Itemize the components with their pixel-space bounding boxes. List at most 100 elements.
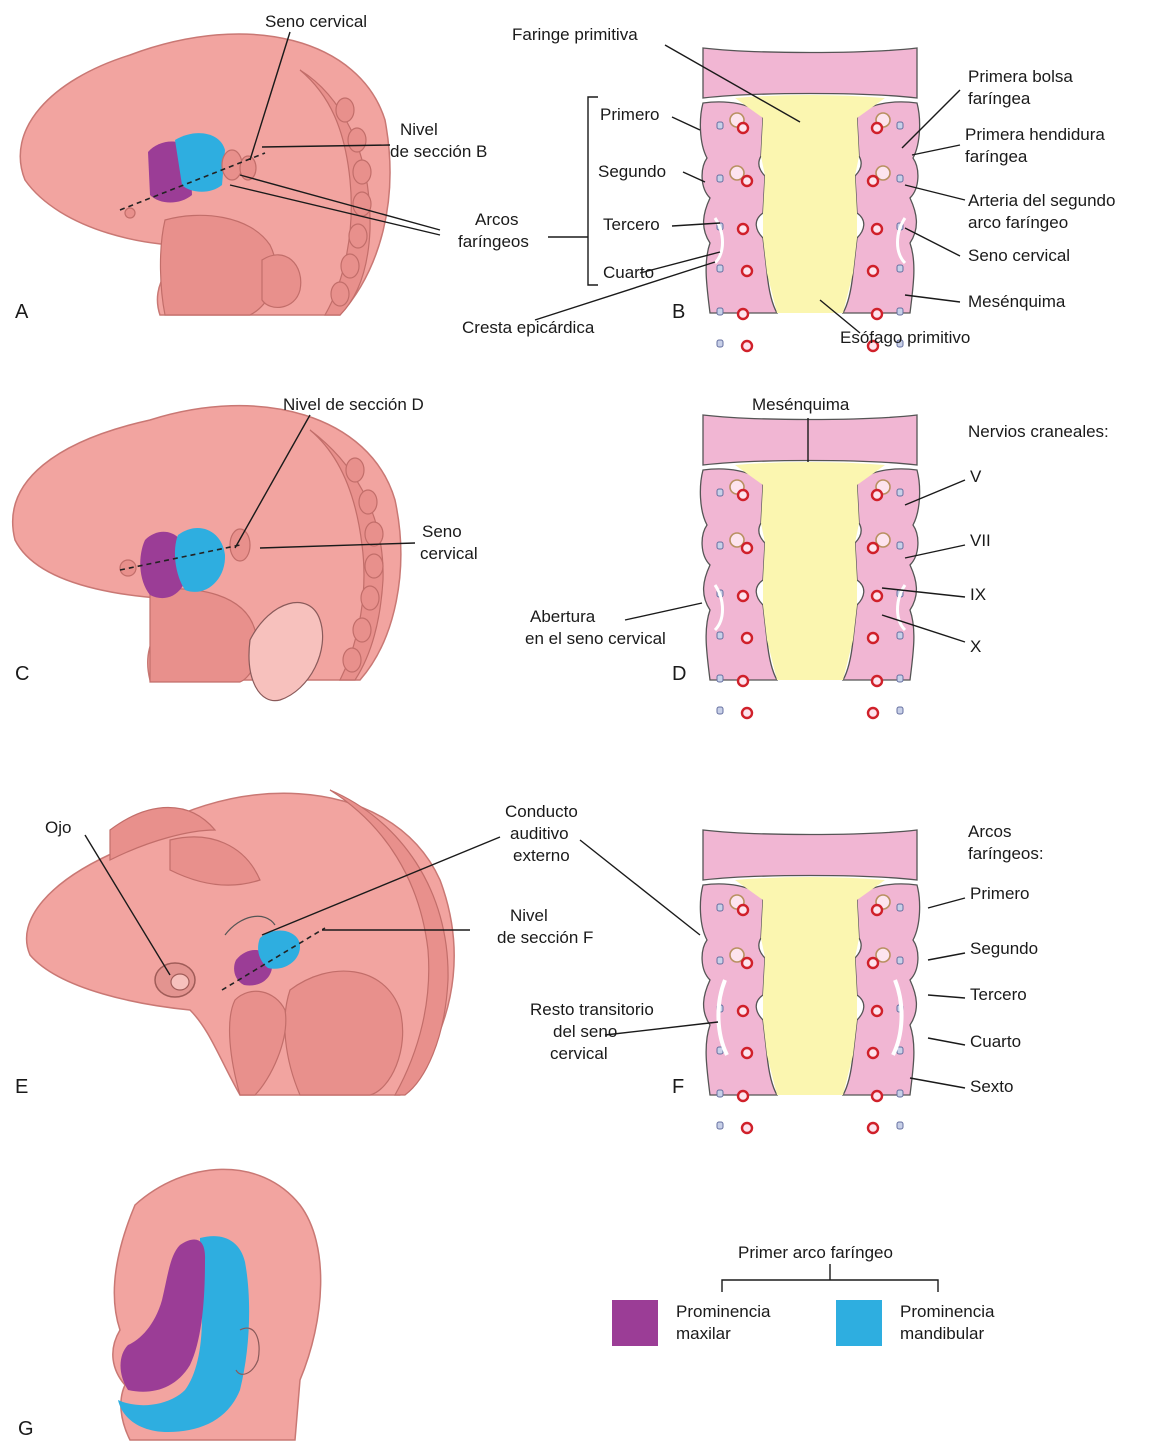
label-seno-c-2: cervical <box>420 544 478 563</box>
cranial-nerve <box>717 1122 723 1129</box>
cranial-nerve <box>897 957 903 964</box>
cranial-nerve <box>897 632 903 639</box>
aortic-arch-artery <box>868 543 878 553</box>
aortic-arch-artery <box>868 1048 878 1058</box>
cranial-nerve <box>897 707 903 714</box>
label-seno-cervical-b: Seno cervical <box>968 246 1070 265</box>
aortic-arch-artery <box>742 543 752 553</box>
label-arch-tercero: Tercero <box>970 985 1027 1004</box>
aortic-arch-artery <box>738 676 748 686</box>
label-arch-cuarto: Cuarto <box>970 1032 1021 1051</box>
label-nivel-e-1: Nivel <box>510 906 548 925</box>
label-conducto-3: externo <box>513 846 570 865</box>
aortic-arch-artery <box>872 490 882 500</box>
section-top-mesenchyme <box>703 48 917 98</box>
label-nivel-a-1: Nivel <box>400 120 438 139</box>
label-primera-bolsa-2: faríngea <box>968 89 1031 108</box>
aortic-arch-artery <box>868 176 878 186</box>
aortic-arch-artery <box>868 633 878 643</box>
cranial-nerve <box>897 1122 903 1129</box>
aortic-arch-artery <box>738 123 748 133</box>
panel-e-embryo <box>27 790 455 1095</box>
cranial-nerve <box>717 904 723 911</box>
label-primera-hendidura-2: faríngea <box>965 147 1028 166</box>
label-nervios-craneales: Nervios craneales: <box>968 422 1109 441</box>
panel-letter-g: G <box>18 1418 34 1440</box>
cranial-nerve <box>717 122 723 129</box>
label-arteria-1: Arteria del segundo <box>968 191 1115 210</box>
label-seno-cervical-a: Seno cervical <box>265 12 367 31</box>
label-maxilar-1: Prominencia <box>676 1302 771 1321</box>
label-resto-1: Resto transitorio <box>530 1000 654 1019</box>
panel-letter-c: C <box>15 663 29 685</box>
aortic-arch-artery <box>868 708 878 718</box>
aortic-arch-artery <box>738 309 748 319</box>
label-abertura-1: Abertura <box>530 607 596 626</box>
panel-letter-e: E <box>15 1076 28 1098</box>
label-segundo-b: Segundo <box>598 162 666 181</box>
panel-letter-b: B <box>672 301 685 323</box>
label-primero-b: Primero <box>600 105 660 124</box>
label-legend-title: Primer arco faríngeo <box>738 1243 893 1262</box>
label-nerve-vii: VII <box>970 531 991 550</box>
aortic-arch-artery <box>738 224 748 234</box>
cranial-nerve <box>717 707 723 714</box>
panel-b-section <box>700 48 919 351</box>
label-arteria-2: arco faríngeo <box>968 213 1068 232</box>
label-nerve-v: V <box>970 467 982 486</box>
label-arcos-a-1: Arcos <box>475 210 518 229</box>
label-mandibular-1: Prominencia <box>900 1302 995 1321</box>
aortic-arch-artery <box>872 224 882 234</box>
label-resto-2: del seno <box>553 1022 617 1041</box>
panel-a-mandibular-prominence <box>175 133 225 192</box>
aortic-arch-artery <box>868 266 878 276</box>
label-nerve-x: X <box>970 637 981 656</box>
cranial-nerve <box>897 489 903 496</box>
label-primera-bolsa-1: Primera bolsa <box>968 67 1073 86</box>
label-conducto-2: auditivo <box>510 824 569 843</box>
label-abertura-2: en el seno cervical <box>525 629 666 648</box>
panel-letter-d: D <box>672 663 686 685</box>
cranial-nerve <box>717 175 723 182</box>
label-faringe-primitiva: Faringe primitiva <box>512 25 638 44</box>
aortic-arch-artery <box>872 1091 882 1101</box>
label-arcos-f-2: faríngeos: <box>968 844 1044 863</box>
cranial-nerve <box>717 542 723 549</box>
panel-letter-a: A <box>15 301 29 323</box>
aortic-arch-artery <box>872 676 882 686</box>
cranial-nerve <box>897 308 903 315</box>
label-maxilar-2: maxilar <box>676 1324 731 1343</box>
aortic-arch-artery <box>742 633 752 643</box>
label-arcos-a-2: faríngeos <box>458 232 529 251</box>
cranial-nerve <box>897 675 903 682</box>
label-esofago-primitivo: Esófago primitivo <box>840 328 970 347</box>
label-arch-segundo: Segundo <box>970 939 1038 958</box>
aortic-arch-artery <box>872 123 882 133</box>
label-arcos-f-1: Arcos <box>968 822 1011 841</box>
panel-d-section <box>700 415 919 718</box>
aortic-arch-artery <box>742 708 752 718</box>
label-cuarto-b: Cuarto <box>603 263 654 282</box>
label-nivel-seccion-d: Nivel de sección D <box>283 395 424 414</box>
legend-swatch-maxilar <box>612 1300 658 1346</box>
label-resto-3: cervical <box>550 1044 608 1063</box>
cranial-nerve <box>897 265 903 272</box>
aortic-arch-artery <box>738 905 748 915</box>
cranial-nerve <box>717 340 723 347</box>
aortic-arch-artery <box>738 1091 748 1101</box>
label-seno-c-1: Seno <box>422 522 462 541</box>
aortic-arch-artery <box>872 1006 882 1016</box>
cranial-nerve <box>717 675 723 682</box>
aortic-arch-artery <box>738 490 748 500</box>
cranial-nerve <box>717 632 723 639</box>
aortic-arch-artery <box>742 341 752 351</box>
aortic-arch-artery <box>868 958 878 968</box>
label-nivel-e-2: de sección F <box>497 928 593 947</box>
cranial-nerve <box>717 1090 723 1097</box>
aortic-arch-artery <box>872 591 882 601</box>
label-nerve-ix: IX <box>970 585 986 604</box>
label-mandibular-2: mandibular <box>900 1324 984 1343</box>
cranial-nerve <box>717 957 723 964</box>
